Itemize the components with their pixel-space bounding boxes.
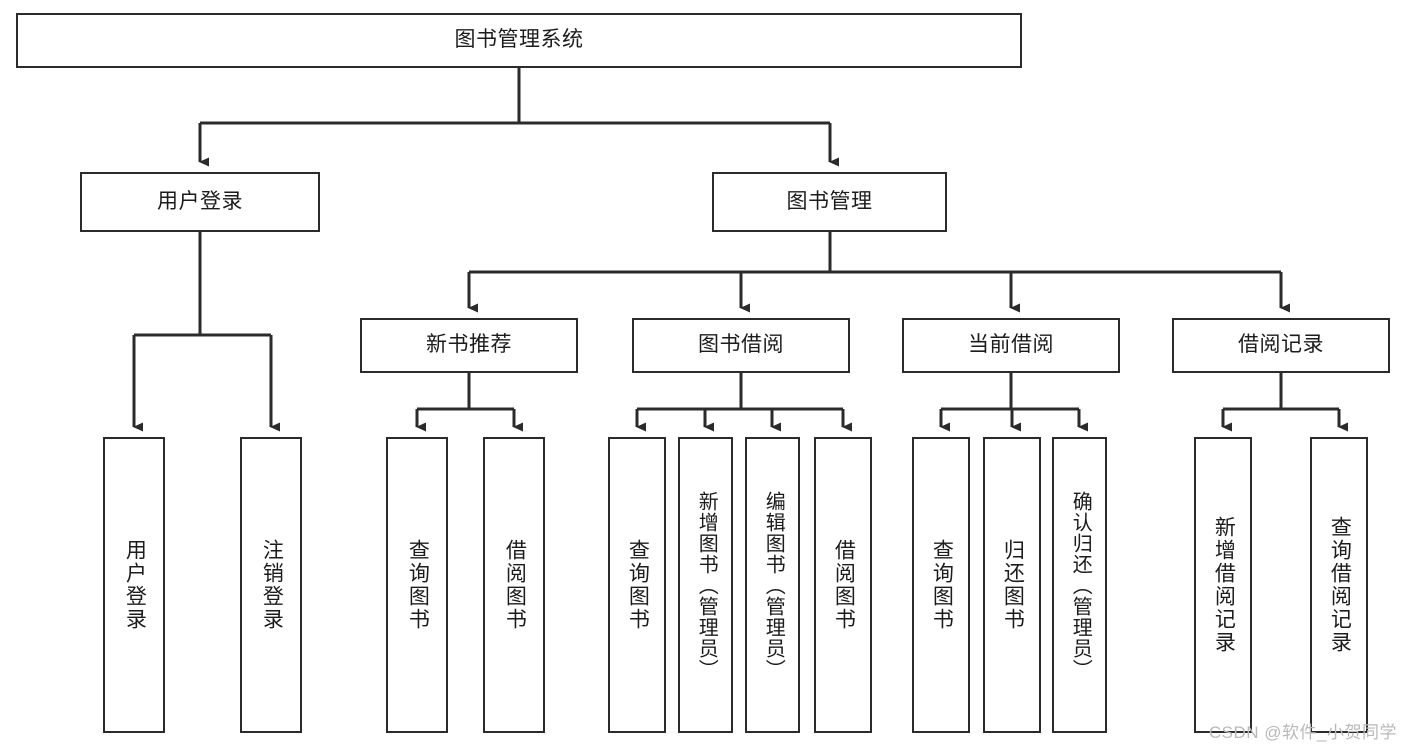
node-root[interactable]: 图书管理系统	[16, 13, 1022, 68]
node-new-book-recommend[interactable]: 新书推荐	[360, 318, 578, 373]
node-leaf-edit-book-admin[interactable]: 编辑图书（管理员）	[745, 437, 800, 733]
node-leaf-query-book-borrow-label: 查询图书	[626, 539, 650, 631]
node-leaf-borrow-book[interactable]: 借阅图书	[814, 437, 872, 733]
node-leaf-query-book-borrow[interactable]: 查询图书	[608, 437, 666, 733]
node-leaf-add-book-admin-label: 新增图书（管理员）	[695, 490, 718, 680]
node-leaf-user-login[interactable]: 用户登录	[103, 437, 165, 733]
node-leaf-query-book-current-label: 查询图书	[930, 539, 954, 631]
node-leaf-query-book-recommend[interactable]: 查询图书	[386, 437, 448, 733]
node-leaf-user-login-label: 用户登录	[123, 539, 147, 631]
node-leaf-confirm-return-admin[interactable]: 确认归还（管理员）	[1052, 437, 1107, 733]
node-borrow-record[interactable]: 借阅记录	[1172, 318, 1390, 373]
node-borrow-record-label: 借阅记录	[1238, 333, 1324, 357]
node-book-management[interactable]: 图书管理	[712, 172, 947, 232]
node-leaf-return-book[interactable]: 归还图书	[983, 437, 1041, 733]
node-book-borrow-label: 图书借阅	[698, 333, 784, 357]
node-leaf-query-borrow-record[interactable]: 查询借阅记录	[1310, 437, 1368, 733]
node-leaf-return-book-label: 归还图书	[1001, 539, 1025, 631]
node-user-login[interactable]: 用户登录	[80, 172, 320, 232]
node-book-borrow[interactable]: 图书借阅	[632, 318, 850, 373]
node-leaf-borrow-book-recommend-label: 借阅图书	[503, 539, 527, 631]
node-leaf-user-logout[interactable]: 注销登录	[240, 437, 302, 733]
node-leaf-add-book-admin[interactable]: 新增图书（管理员）	[678, 437, 733, 733]
node-new-book-recommend-label: 新书推荐	[426, 333, 512, 357]
node-current-borrow-label: 当前借阅	[968, 333, 1054, 357]
node-leaf-add-borrow-record[interactable]: 新增借阅记录	[1194, 437, 1252, 733]
node-current-borrow[interactable]: 当前借阅	[902, 318, 1120, 373]
node-leaf-add-borrow-record-label: 新增借阅记录	[1212, 516, 1236, 654]
node-root-label: 图书管理系统	[454, 28, 584, 52]
node-book-management-label: 图书管理	[786, 189, 873, 213]
node-leaf-user-logout-label: 注销登录	[260, 539, 284, 631]
node-leaf-confirm-return-admin-label: 确认归还（管理员）	[1069, 490, 1092, 680]
node-leaf-query-book-recommend-label: 查询图书	[406, 539, 430, 631]
node-leaf-borrow-book-label: 借阅图书	[832, 539, 856, 631]
node-user-login-label: 用户登录	[157, 189, 243, 213]
node-leaf-query-borrow-record-label: 查询借阅记录	[1328, 516, 1352, 654]
watermark-text: CSDN @软件_小贺同学	[1208, 723, 1397, 742]
node-leaf-query-book-current[interactable]: 查询图书	[912, 437, 970, 733]
node-leaf-borrow-book-recommend[interactable]: 借阅图书	[483, 437, 545, 733]
node-leaf-edit-book-admin-label: 编辑图书（管理员）	[762, 490, 785, 680]
